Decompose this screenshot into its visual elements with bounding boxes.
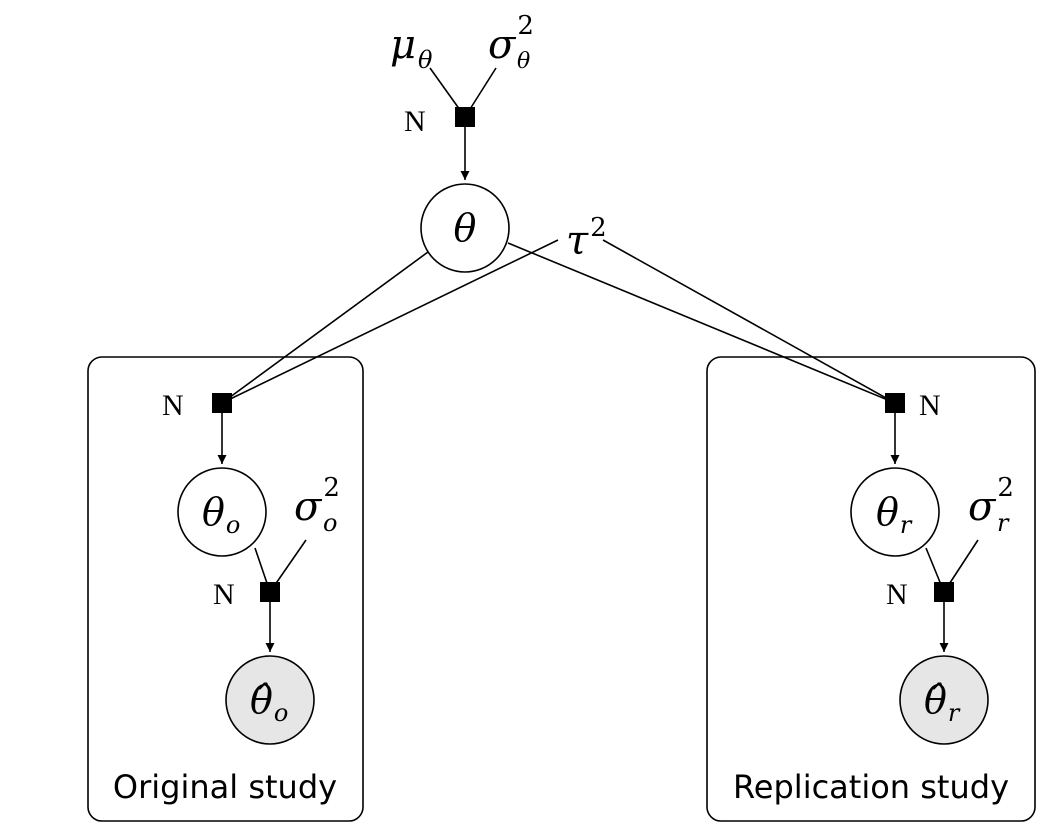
replication-study-label: Replication study [733, 768, 1009, 806]
theta-label: θ [454, 206, 477, 250]
theta-r-subscript: r [900, 511, 913, 539]
factor-replication-lower [934, 582, 954, 602]
mu-theta-label: μθ [390, 22, 433, 74]
sigma-o-superscript: 2 [323, 473, 340, 503]
mu-subscript: θ [418, 46, 433, 74]
factor-replication-upper [885, 393, 905, 413]
sigma-r-symbol: σ [968, 484, 997, 530]
theta-node [420, 183, 510, 273]
observed-theta-r-label: θ̂r [924, 678, 961, 727]
tau-superscript: 2 [590, 213, 607, 243]
sigma-theta-symbol: σ [488, 22, 517, 68]
observed-theta-o-node [225, 655, 315, 745]
factor-top-label: N [404, 105, 426, 138]
edge-theta-to-original-factor [221, 251, 429, 404]
original-study-label: Original study [113, 768, 337, 806]
plate-replication-study [706, 356, 1036, 822]
sigma-r-superscript: 2 [997, 473, 1014, 503]
observed-theta-r-symbol: θ̂ [924, 678, 947, 722]
observed-theta-r-node [899, 655, 989, 745]
sigma-theta-label: σ2 θ [488, 11, 538, 74]
factor-original-upper [212, 393, 232, 413]
sigma-r-subscript: r [997, 509, 1010, 537]
observed-theta-o-symbol: θ̂ [250, 678, 273, 722]
theta-o-label: θo [202, 490, 240, 539]
tau-label: τ2 [566, 213, 607, 264]
sigma-r-label: σ2 r [968, 473, 1018, 537]
tau-symbol: τ [566, 218, 589, 264]
theta-r-symbol: θ [876, 490, 899, 534]
sigma-o-symbol: σ [294, 484, 323, 530]
observed-theta-o-label: θ̂o [250, 678, 288, 727]
theta-o-symbol: θ [202, 490, 225, 534]
observed-theta-o-subscript: o [274, 699, 288, 727]
theta-r-label: θr [876, 490, 913, 539]
factor-original-upper-label: N [162, 389, 184, 422]
sigma-o-label: σ2 o [294, 473, 344, 537]
factor-original-lower [260, 582, 280, 602]
theta-o-subscript: o [226, 511, 240, 539]
edge-tau-to-original-factor [221, 239, 559, 404]
sigma-o-subscript: o [323, 509, 337, 537]
theta-r-node [850, 467, 940, 557]
mu-symbol: μ [390, 22, 416, 68]
edge-tau-to-replication-factor [602, 239, 896, 404]
factor-top [455, 107, 475, 127]
sigma-theta-superscript: 2 [517, 11, 534, 41]
observed-theta-r-subscript: r [948, 699, 961, 727]
theta-o-node [177, 467, 267, 557]
factor-original-lower-label: N [213, 578, 235, 611]
factor-replication-upper-label: N [919, 389, 941, 422]
factor-replication-lower-label: N [886, 578, 908, 611]
sigma-theta-subscript: θ [517, 49, 530, 74]
edge-theta-to-replication-factor [507, 242, 896, 404]
plate-original-study [87, 356, 364, 822]
